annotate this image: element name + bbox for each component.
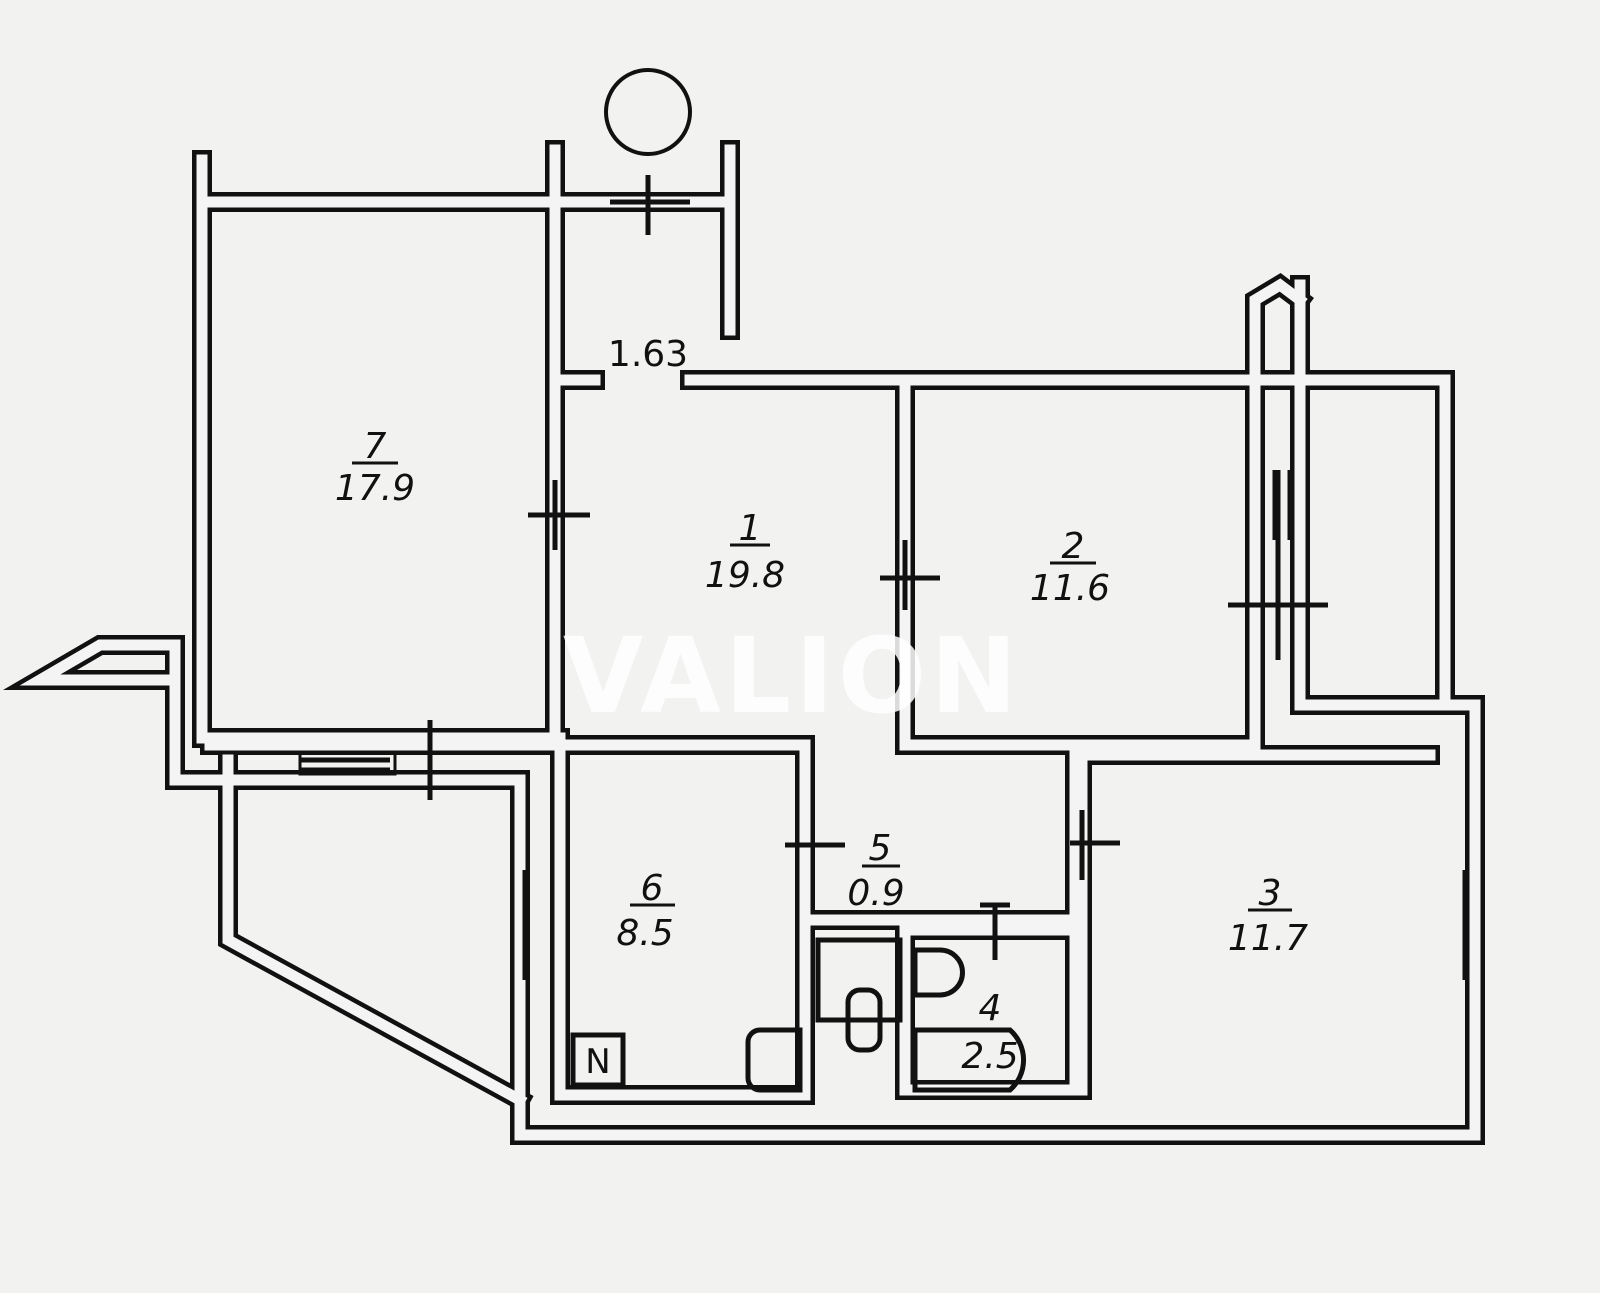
svg-text:1: 1 (739, 508, 762, 549)
orientation-circle (604, 68, 692, 156)
room-7-label: 7 17.9 (335, 426, 415, 509)
svg-text:2: 2 (1062, 526, 1085, 567)
north-marker: N (585, 1042, 610, 1082)
doors-windows (298, 175, 1468, 980)
svg-text:11.7: 11.7 (1228, 918, 1308, 959)
svg-text:8.5: 8.5 (616, 913, 673, 954)
room-2-label: 2 11.6 (1030, 526, 1110, 609)
room-1-label: 1 19.8 (705, 508, 785, 596)
svg-text:5: 5 (869, 828, 892, 869)
kitchen-sink-icon (745, 1027, 803, 1093)
sink-icon (912, 947, 965, 998)
svg-text:17.9: 17.9 (335, 468, 415, 509)
bathtub-icon (912, 1027, 1026, 1093)
svg-text:19.8: 19.8 (705, 555, 785, 596)
svg-text:2.5: 2.5 (961, 1036, 1018, 1077)
balcony-area: 1.63 (608, 334, 688, 375)
svg-text:3: 3 (1259, 873, 1282, 914)
svg-text:11.6: 11.6 (1030, 568, 1110, 609)
svg-text:7: 7 (364, 426, 387, 467)
svg-text:6: 6 (641, 868, 664, 909)
svg-text:0.9: 0.9 (847, 873, 904, 914)
room-3-label: 3 11.7 (1228, 873, 1308, 959)
north-marker-box (570, 1032, 626, 1088)
toilet-icon (845, 987, 883, 1053)
room-6-label: 6 8.5 (616, 868, 675, 954)
room-5-label: 5 0.9 (847, 828, 904, 914)
svg-text:4: 4 (979, 988, 1002, 1029)
walls (3, 140, 1485, 1145)
room-4-label: 4 2.5 (961, 988, 1018, 1077)
fixtures: N (570, 937, 1026, 1093)
watermark: VALION (563, 615, 1021, 737)
